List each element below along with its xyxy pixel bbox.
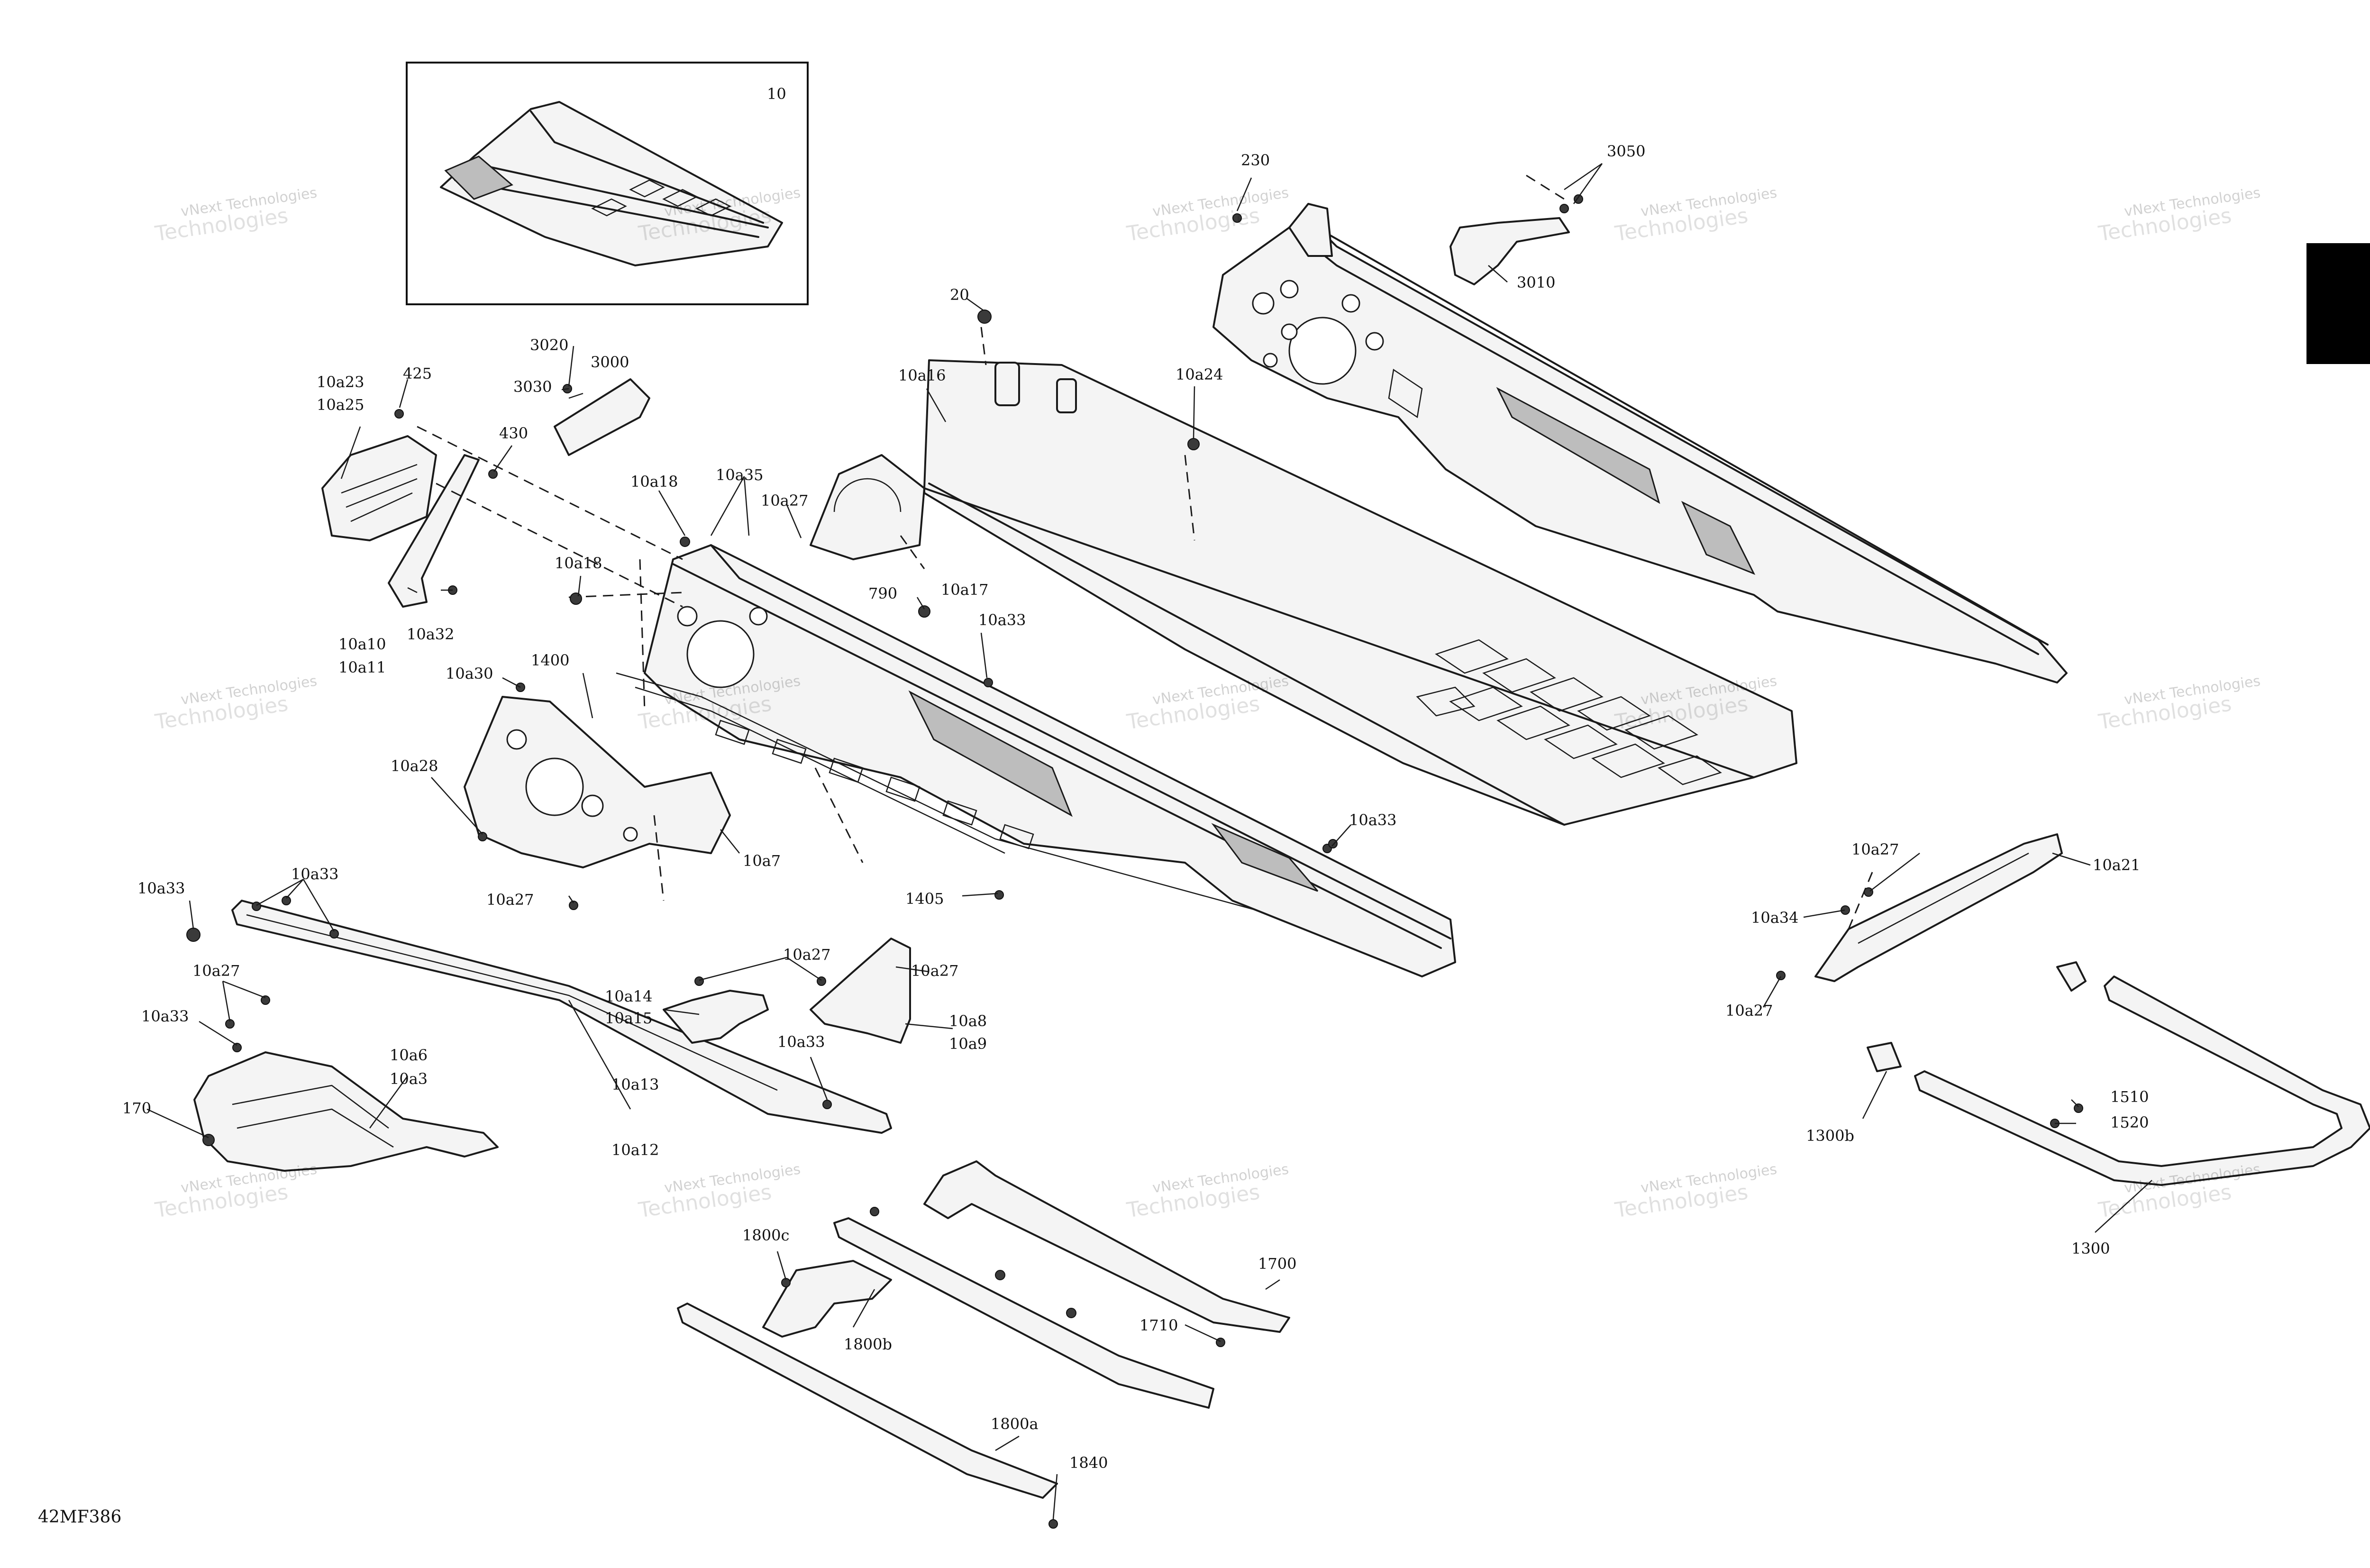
callout: 10a7 <box>743 852 781 870</box>
callout: 10a8 <box>949 1012 987 1030</box>
callout: 10a34 <box>1751 909 1799 927</box>
callout: 3000 <box>591 353 629 371</box>
callout: 170 <box>122 1099 152 1117</box>
callout: 10a25 <box>317 396 365 414</box>
left-tunnel-panel <box>616 544 1456 977</box>
callout: 3030 <box>513 378 552 396</box>
callout: 10a21 <box>2093 856 2141 874</box>
callout: 10a16 <box>898 366 946 384</box>
callout: 10a33 <box>1349 811 1397 829</box>
inset-chassis-drawing <box>440 101 783 266</box>
callout: 1710 <box>1139 1316 1178 1334</box>
callout: 1300b <box>1806 1127 1854 1145</box>
callout: 10a24 <box>1176 365 1223 383</box>
callout: 1800b <box>844 1335 892 1353</box>
callout: 10a17 <box>941 581 989 599</box>
callout-leader-lines <box>146 163 2152 1520</box>
callout: 10a33 <box>137 879 185 897</box>
callout: 430 <box>499 424 529 442</box>
callout: 3020 <box>530 336 569 354</box>
diagram-code: 42MF386 <box>38 1507 122 1527</box>
callout: 10a32 <box>407 625 455 643</box>
callout: 10a27 <box>1725 1002 1773 1020</box>
callout: 10a23 <box>317 373 365 391</box>
callout: 10a33 <box>777 1033 825 1051</box>
rear-bumper <box>1867 961 2370 1186</box>
callout: 10a28 <box>391 757 438 775</box>
callout: 10a27 <box>192 962 240 980</box>
right-side-rail-panel <box>1212 217 2068 684</box>
inset-frame <box>406 62 809 305</box>
callout: 10a10 <box>338 635 386 653</box>
inner-support-plate <box>464 696 731 868</box>
callout: 425 <box>403 365 432 383</box>
callout: 10a27 <box>486 891 534 909</box>
section-tab <box>2306 243 2370 364</box>
callout: 1405 <box>905 890 944 908</box>
callout: 10a27 <box>911 962 959 980</box>
callout: 10a14 <box>605 987 653 1005</box>
callout: 10a18 <box>555 554 602 572</box>
callout: 10a30 <box>446 665 493 683</box>
callout: 10a11 <box>338 658 386 676</box>
callout: 230 <box>1241 151 1270 169</box>
front-left-brackets <box>321 378 650 608</box>
callout: 790 <box>868 584 898 602</box>
callout: 10a33 <box>978 611 1026 629</box>
callout: 10a33 <box>141 1007 189 1025</box>
upper-right-bracket <box>1288 203 1570 285</box>
callout: 1800a <box>991 1415 1039 1433</box>
callout: 3010 <box>1517 273 1556 292</box>
running-boards <box>677 1160 1290 1499</box>
callout: 10a15 <box>605 1009 653 1027</box>
callout: 10a3 <box>390 1070 428 1088</box>
callout: 1700 <box>1258 1255 1297 1273</box>
callout: 10a12 <box>611 1141 659 1159</box>
callout: 10a9 <box>949 1035 987 1053</box>
callout: 1520 <box>2110 1113 2149 1131</box>
rear-right-bracket <box>1814 833 2063 982</box>
callout: 1510 <box>2110 1088 2149 1106</box>
tunnel-top-plate <box>810 359 1797 826</box>
inset-label: 10 <box>767 85 786 103</box>
callout: 1800c <box>742 1226 790 1244</box>
callout: 10a35 <box>716 466 764 484</box>
callout: 1400 <box>531 651 570 669</box>
lower-long-rail <box>231 900 892 1134</box>
callout: 10a27 <box>761 492 809 510</box>
assembly-dashed-lines <box>417 174 1873 930</box>
callout: 1840 <box>1069 1454 1108 1472</box>
callout: 10a27 <box>783 946 831 964</box>
fastener-hardware <box>186 194 2083 1529</box>
callout: 10a13 <box>611 1076 659 1094</box>
callout: 10a18 <box>630 473 678 491</box>
center-small-brackets <box>663 938 911 1044</box>
callout: 20 <box>950 286 969 304</box>
callout: 1300 <box>2071 1240 2110 1258</box>
callout: 10a27 <box>1851 840 1899 858</box>
callout: 10a33 <box>291 865 339 883</box>
front-skid-plate <box>193 1051 499 1172</box>
callout: 10a6 <box>390 1046 428 1064</box>
callout: 3050 <box>1607 142 1646 160</box>
